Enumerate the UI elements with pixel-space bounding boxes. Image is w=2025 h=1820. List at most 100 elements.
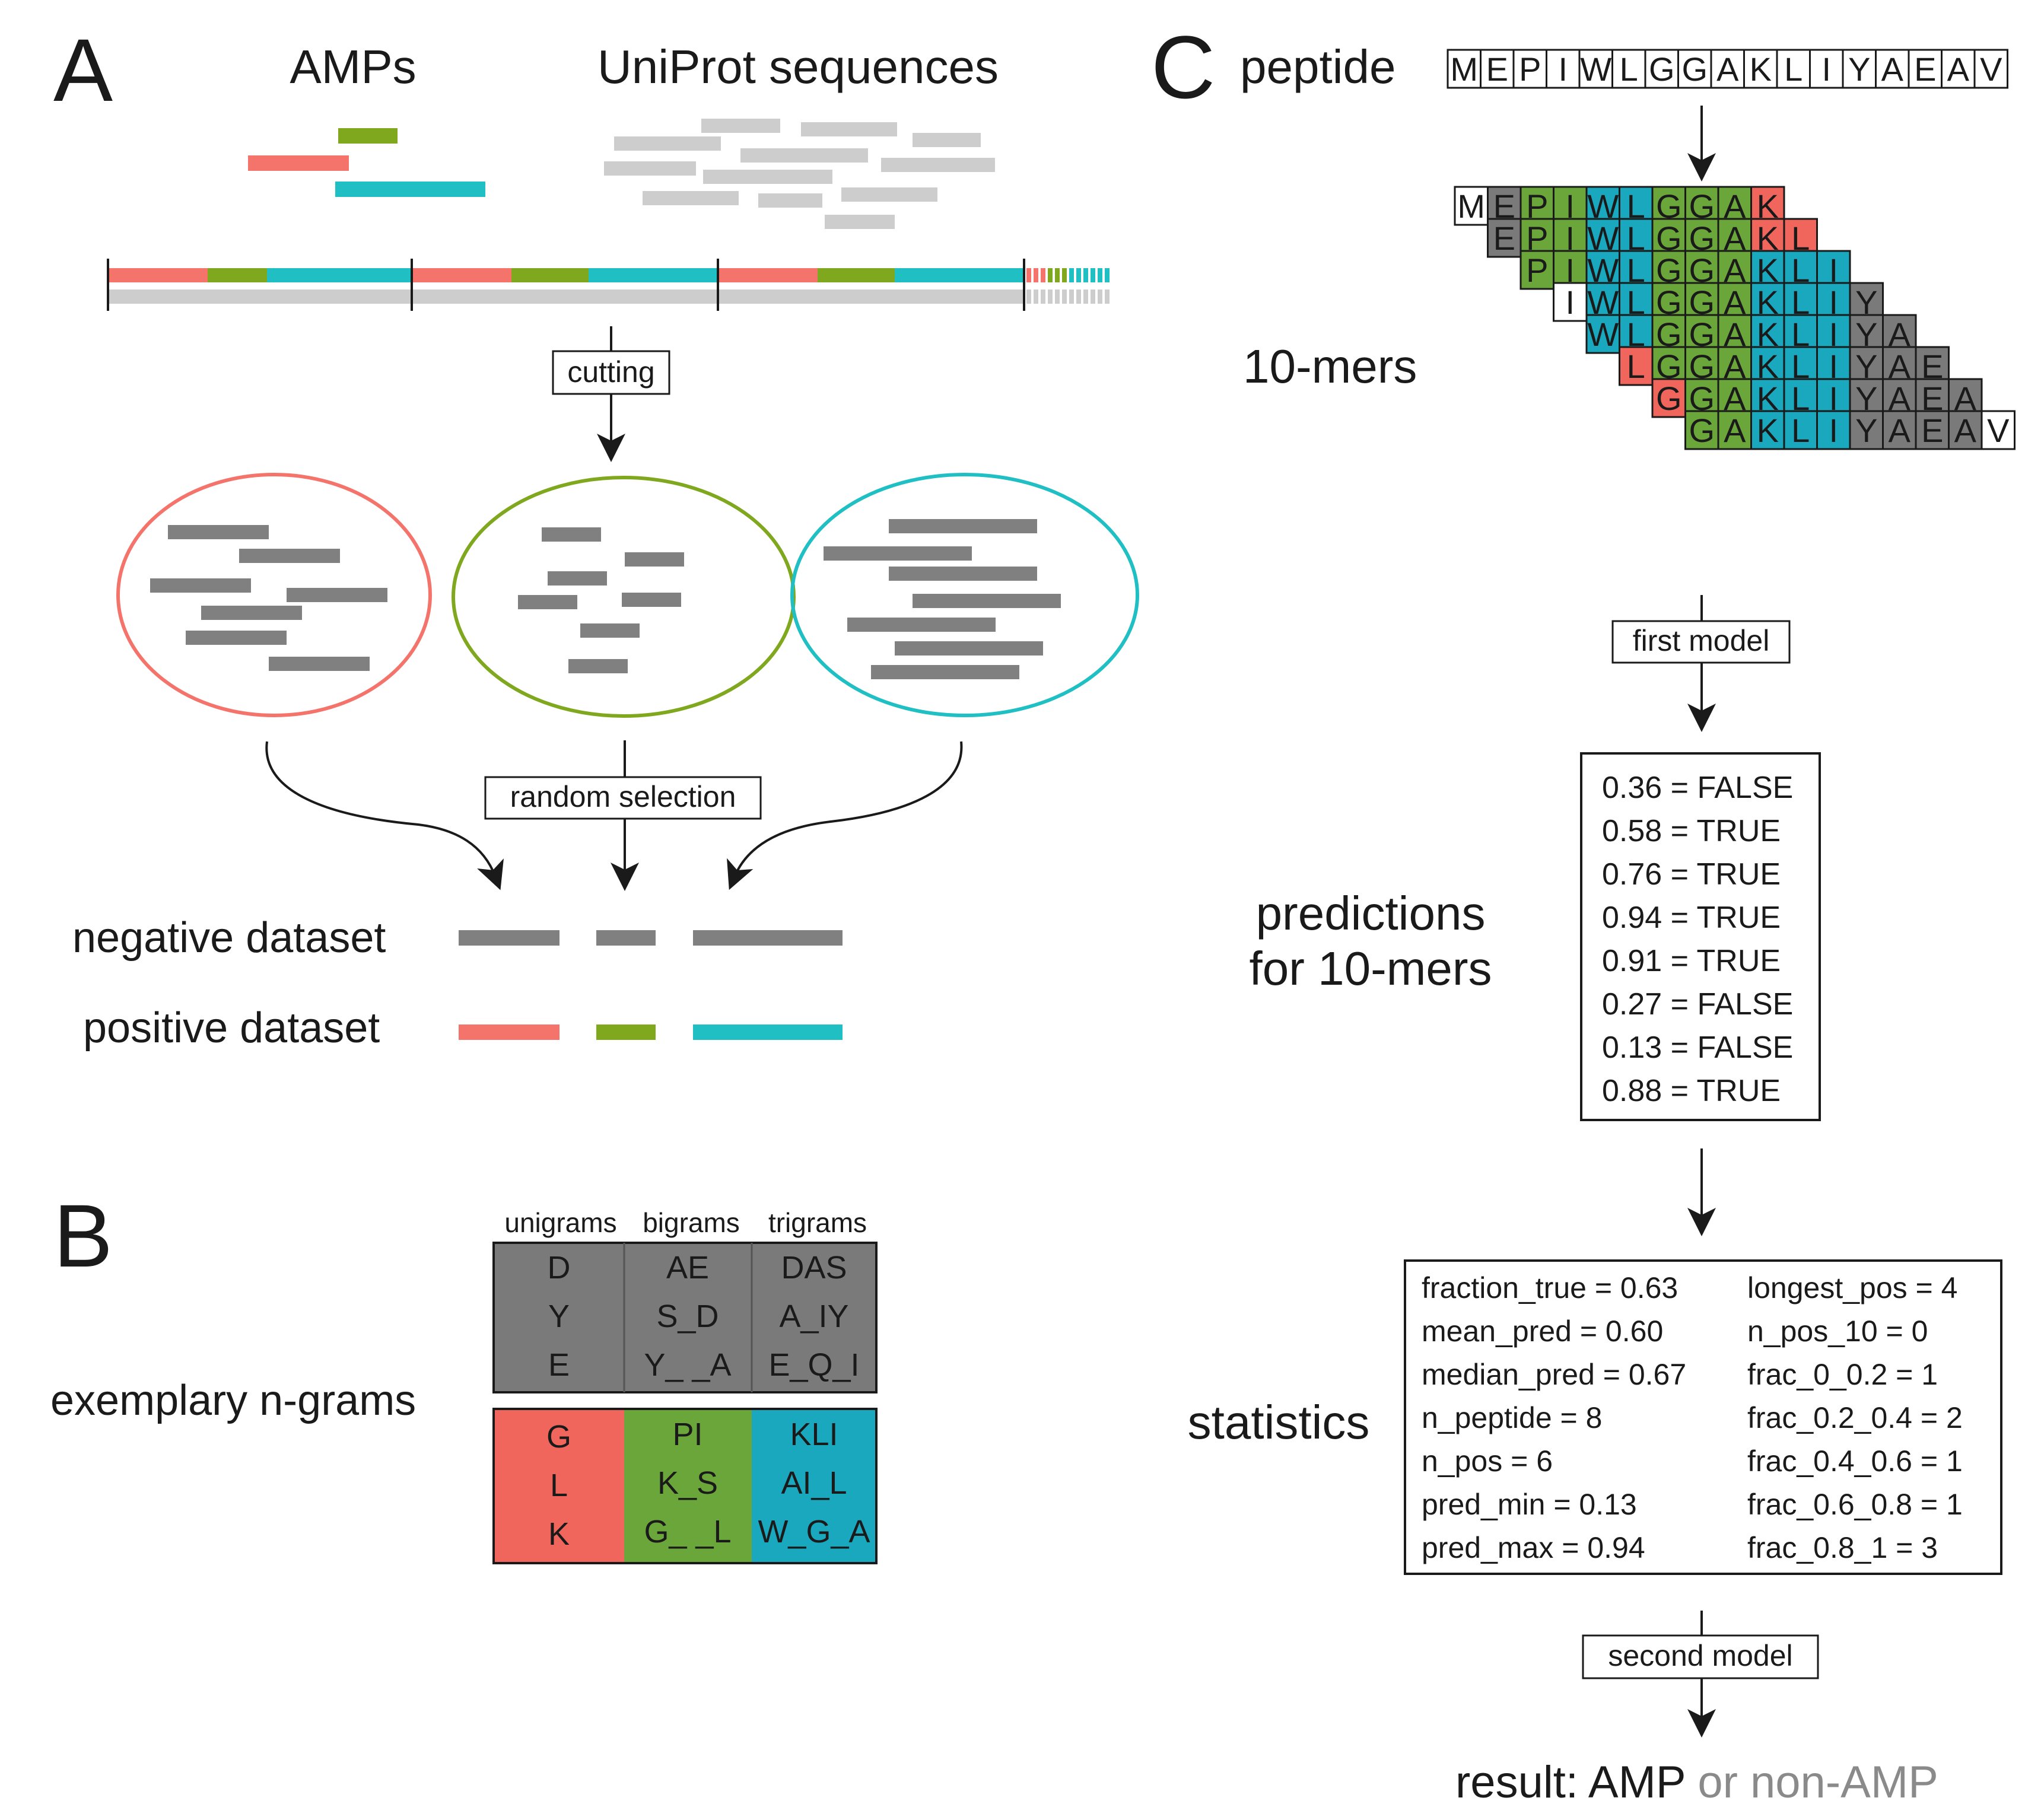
strip-cut-marks	[107, 259, 1025, 311]
statistic-item: median_pred = 0.67	[1422, 1358, 1686, 1391]
neg-trigram: DAS	[781, 1250, 847, 1286]
first-model-label: first model	[1633, 624, 1770, 657]
tenmer-residue: G	[1656, 380, 1682, 417]
peptide-residue: V	[1980, 50, 2002, 88]
neg-unigram: D	[548, 1250, 571, 1286]
statistic-item: frac_0.8_1 = 3	[1747, 1531, 1938, 1564]
tenmer-residue: I	[1565, 219, 1575, 257]
panel-a: A AMPs UniProt sequences	[53, 20, 1139, 1052]
peptide-cell	[1875, 49, 1910, 89]
tenmer-residue: I	[1829, 316, 1838, 353]
panel-b-letter: B	[53, 1186, 113, 1286]
header-trigrams: trigrams	[768, 1207, 867, 1238]
peptide-cell	[1973, 49, 2008, 89]
tenmer-residue: A	[1889, 412, 1911, 449]
statistics-box	[1404, 1259, 2002, 1575]
concatenated-strip	[107, 259, 1110, 311]
statistic-item: pred_min = 0.13	[1422, 1488, 1637, 1521]
tenmer-cell	[1816, 410, 1851, 450]
positive-dataset-bars	[459, 1024, 843, 1040]
tenmer-residue: I	[1829, 252, 1838, 289]
peptide-cell	[1941, 49, 1976, 89]
peptide-residue: G	[1649, 50, 1675, 88]
uniprot-fragment	[881, 158, 995, 172]
statistic-item: frac_0_0.2 = 1	[1747, 1358, 1938, 1391]
peptide-residue: A	[1881, 50, 1904, 88]
panel-a-letter: A	[53, 20, 113, 120]
uniprot-fragment	[614, 136, 721, 151]
prediction-item: 0.27 = FALSE	[1602, 987, 1793, 1022]
header-unigrams: unigrams	[504, 1207, 616, 1238]
tenmer-residue: L	[1627, 348, 1645, 385]
statistic-item: mean_pred = 0.60	[1422, 1315, 1663, 1348]
neg-unigram: Y	[548, 1299, 570, 1334]
statistic-item: frac_0.4_0.6 = 1	[1747, 1444, 1963, 1478]
predictions-label-2: for 10-mers	[1250, 942, 1492, 995]
second-model-label: second model	[1608, 1639, 1792, 1672]
tenmer-residue: I	[1565, 187, 1575, 225]
pos-unigram: L	[550, 1468, 568, 1503]
peptide-residue: L	[1784, 50, 1803, 88]
statistic-item: fraction_true = 0.63	[1422, 1271, 1678, 1304]
prediction-item: 0.13 = FALSE	[1602, 1030, 1793, 1065]
amp-fragments	[248, 128, 485, 197]
pos-unigram: G	[546, 1419, 571, 1455]
tenmer-residue: E	[1921, 412, 1943, 449]
uniprot-fragment	[841, 187, 937, 202]
panel-c-letter: C	[1151, 17, 1215, 117]
statistic-item: longest_pos = 4	[1747, 1271, 1957, 1304]
peptide-residue: I	[1558, 50, 1568, 88]
tenmer-residue: G	[1689, 412, 1715, 449]
tenmer-residue: L	[1791, 412, 1810, 449]
statistic-item: frac_0.6_0.8 = 1	[1747, 1488, 1963, 1521]
random-arrow-right	[727, 741, 963, 890]
negative-dataset-label: negative dataset	[72, 914, 386, 962]
peptide-residue: M	[1450, 50, 1478, 88]
peptide-residue: P	[1519, 50, 1541, 88]
tenmer-cell	[1882, 410, 1917, 450]
tenmer-cell	[1684, 410, 1719, 450]
tenmer-residue: Y	[1855, 412, 1877, 449]
tenmer-cell	[1651, 378, 1686, 418]
tenmer-cell	[1948, 410, 1983, 450]
pos-trigram: KLI	[790, 1417, 838, 1452]
prediction-item: 0.36 = FALSE	[1602, 771, 1793, 805]
cutting-box	[552, 350, 670, 395]
uniprot-fragment	[703, 170, 832, 184]
uniprot-label: UniProt sequences	[597, 40, 999, 93]
uniprot-fragment	[740, 148, 868, 163]
tenmer-cell	[1585, 314, 1620, 354]
neg-bigram: Y_ _A	[644, 1347, 731, 1383]
pool-teal	[790, 473, 1139, 717]
random-selection-label: random selection	[510, 780, 736, 813]
neg-trigram: A_IY	[779, 1299, 848, 1334]
tenmer-cell	[1454, 186, 1489, 226]
ngram-table-negative: D Y E AE S_D Y_ _A DAS A_IY E_Q_I	[492, 1242, 878, 1393]
exemplary-ngrams-label: exemplary n-grams	[50, 1377, 416, 1424]
neg-trigram: E_Q_I	[768, 1347, 859, 1383]
tenmer-residue: W	[1587, 316, 1619, 353]
peptide-cell	[1546, 49, 1581, 89]
tenmer-cell	[1519, 250, 1554, 290]
peptide-residue: A	[1716, 50, 1739, 88]
neg-unigram: E	[548, 1347, 570, 1383]
tenmer-cell	[1981, 410, 2016, 450]
peptide-residue: L	[1620, 50, 1638, 88]
statistic-item: n_peptide = 8	[1422, 1401, 1602, 1434]
first-model-box	[1611, 620, 1791, 664]
random-selection-box	[484, 776, 762, 820]
neg-bigram: AE	[666, 1250, 709, 1286]
tenmer-residue: A	[1724, 412, 1746, 449]
peptide-cell	[1644, 49, 1679, 89]
peptide-residue: A	[1947, 50, 1970, 88]
peptide-cell	[1611, 49, 1646, 89]
prediction-item: 0.88 = TRUE	[1602, 1074, 1781, 1108]
peptide-residue: G	[1681, 50, 1708, 88]
uniprot-fragment	[825, 215, 895, 229]
peptide-residue: W	[1580, 50, 1611, 88]
tenmer-residue: I	[1565, 252, 1575, 289]
panel-b: B exemplary n-grams unigrams bigrams tri…	[50, 1186, 878, 1564]
